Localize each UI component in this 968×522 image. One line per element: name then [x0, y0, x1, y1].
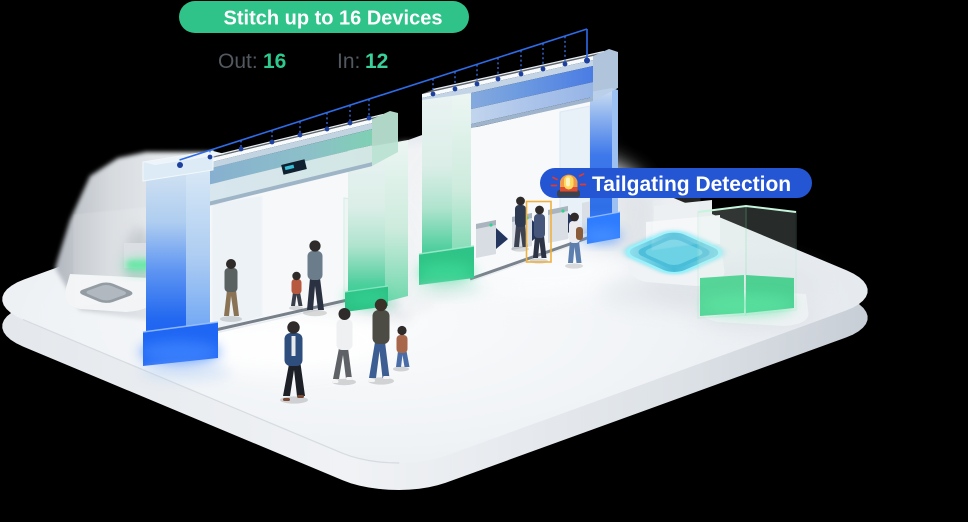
svg-text:Stitch up to 16 Devices: Stitch up to 16 Devices	[224, 8, 443, 30]
svg-text:Tailgating Detection: Tailgating Detection	[592, 173, 791, 196]
